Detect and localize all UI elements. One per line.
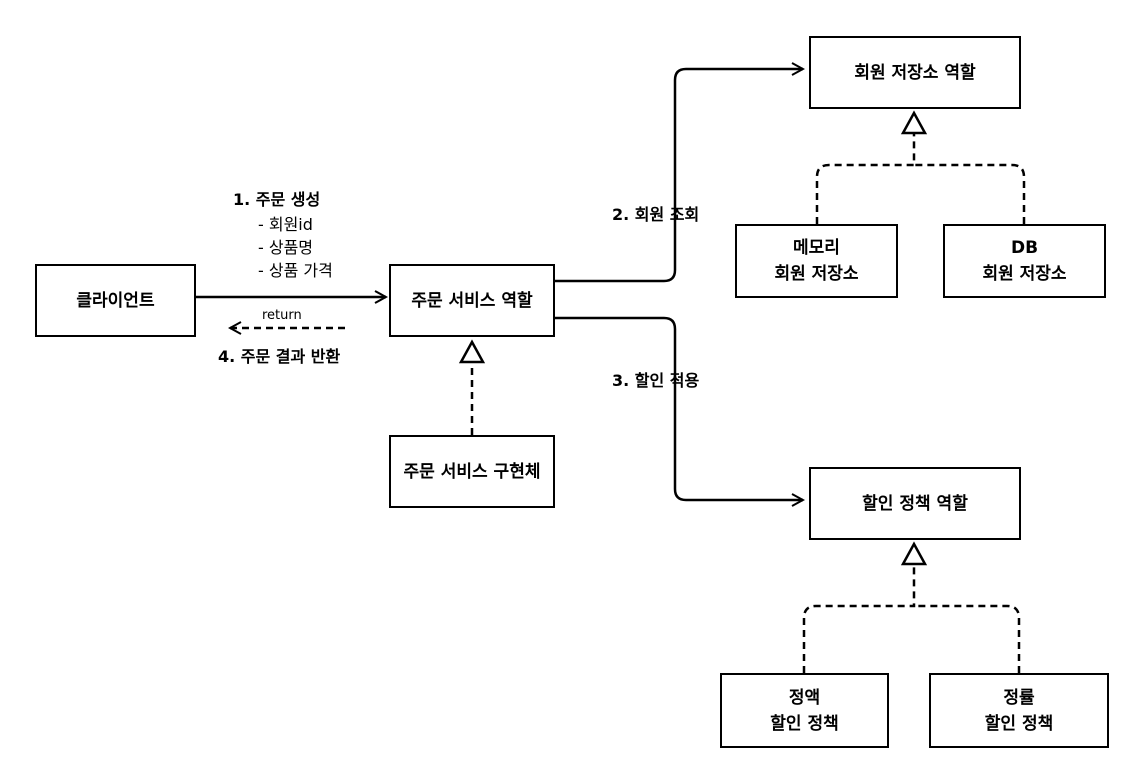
order-service-role-box: 주문 서비스 역할 xyxy=(389,264,555,337)
client-label: 클라이언트 xyxy=(76,290,155,311)
member-repo-role-box: 회원 저장소 역할 xyxy=(809,36,1021,109)
discount-policy-role-label: 할인 정책 역할 xyxy=(862,493,968,514)
arrow-apply-discount xyxy=(555,316,803,500)
db-repo-label-line1: DB xyxy=(1010,238,1039,258)
rate-discount-label-line2: 할인 정책 xyxy=(984,713,1054,734)
step1-label: 1. 주문 생성 xyxy=(233,190,321,209)
realization-triangle-discount-policy xyxy=(900,541,928,566)
realization-rate-discount xyxy=(914,604,1021,673)
realization-triangle-member-repo xyxy=(900,110,928,135)
order-service-role-label: 주문 서비스 역할 xyxy=(411,290,533,311)
step2-label: 2. 회원 조회 xyxy=(612,205,700,224)
fixed-discount-box: 정액 할인 정책 xyxy=(720,673,889,748)
step1-detail-member-id: - 회원id xyxy=(258,215,313,234)
realization-triangle-order-service xyxy=(458,339,486,364)
member-repo-role-label: 회원 저장소 역할 xyxy=(854,62,976,83)
client-box: 클라이언트 xyxy=(35,264,196,337)
realization-fixed-discount xyxy=(802,564,916,673)
realization-db-repo xyxy=(914,163,1026,224)
arrow-lookup-member xyxy=(555,69,803,283)
return-label: return xyxy=(262,308,302,323)
memory-repo-box: 메모리 회원 저장소 xyxy=(735,224,898,298)
order-service-impl-box: 주문 서비스 구현체 xyxy=(389,435,555,508)
memory-repo-label-line1: 메모리 xyxy=(793,238,840,258)
step1-detail-product-name: - 상품명 xyxy=(258,238,314,257)
fixed-discount-label-line2: 할인 정책 xyxy=(770,713,839,734)
rate-discount-label-line1: 정률 xyxy=(1003,687,1035,708)
realization-memory-repo xyxy=(815,133,916,224)
step3-label: 3. 할인 적용 xyxy=(612,371,700,390)
step1-details: - 회원id - 상품명 - 상품 가격 xyxy=(258,213,333,282)
step4-label: 4. 주문 결과 반환 xyxy=(218,347,341,366)
step1-detail-product-price: - 상품 가격 xyxy=(258,261,333,280)
rate-discount-box: 정률 할인 정책 xyxy=(929,673,1109,748)
fixed-discount-label-line1: 정액 xyxy=(788,687,821,708)
order-service-impl-label: 주문 서비스 구현체 xyxy=(403,461,541,482)
discount-policy-role-box: 할인 정책 역할 xyxy=(809,467,1021,540)
memory-repo-label-line2: 회원 저장소 xyxy=(774,264,859,284)
db-repo-label-line2: 회원 저장소 xyxy=(982,264,1067,284)
db-repo-box: DB 회원 저장소 xyxy=(943,224,1106,298)
